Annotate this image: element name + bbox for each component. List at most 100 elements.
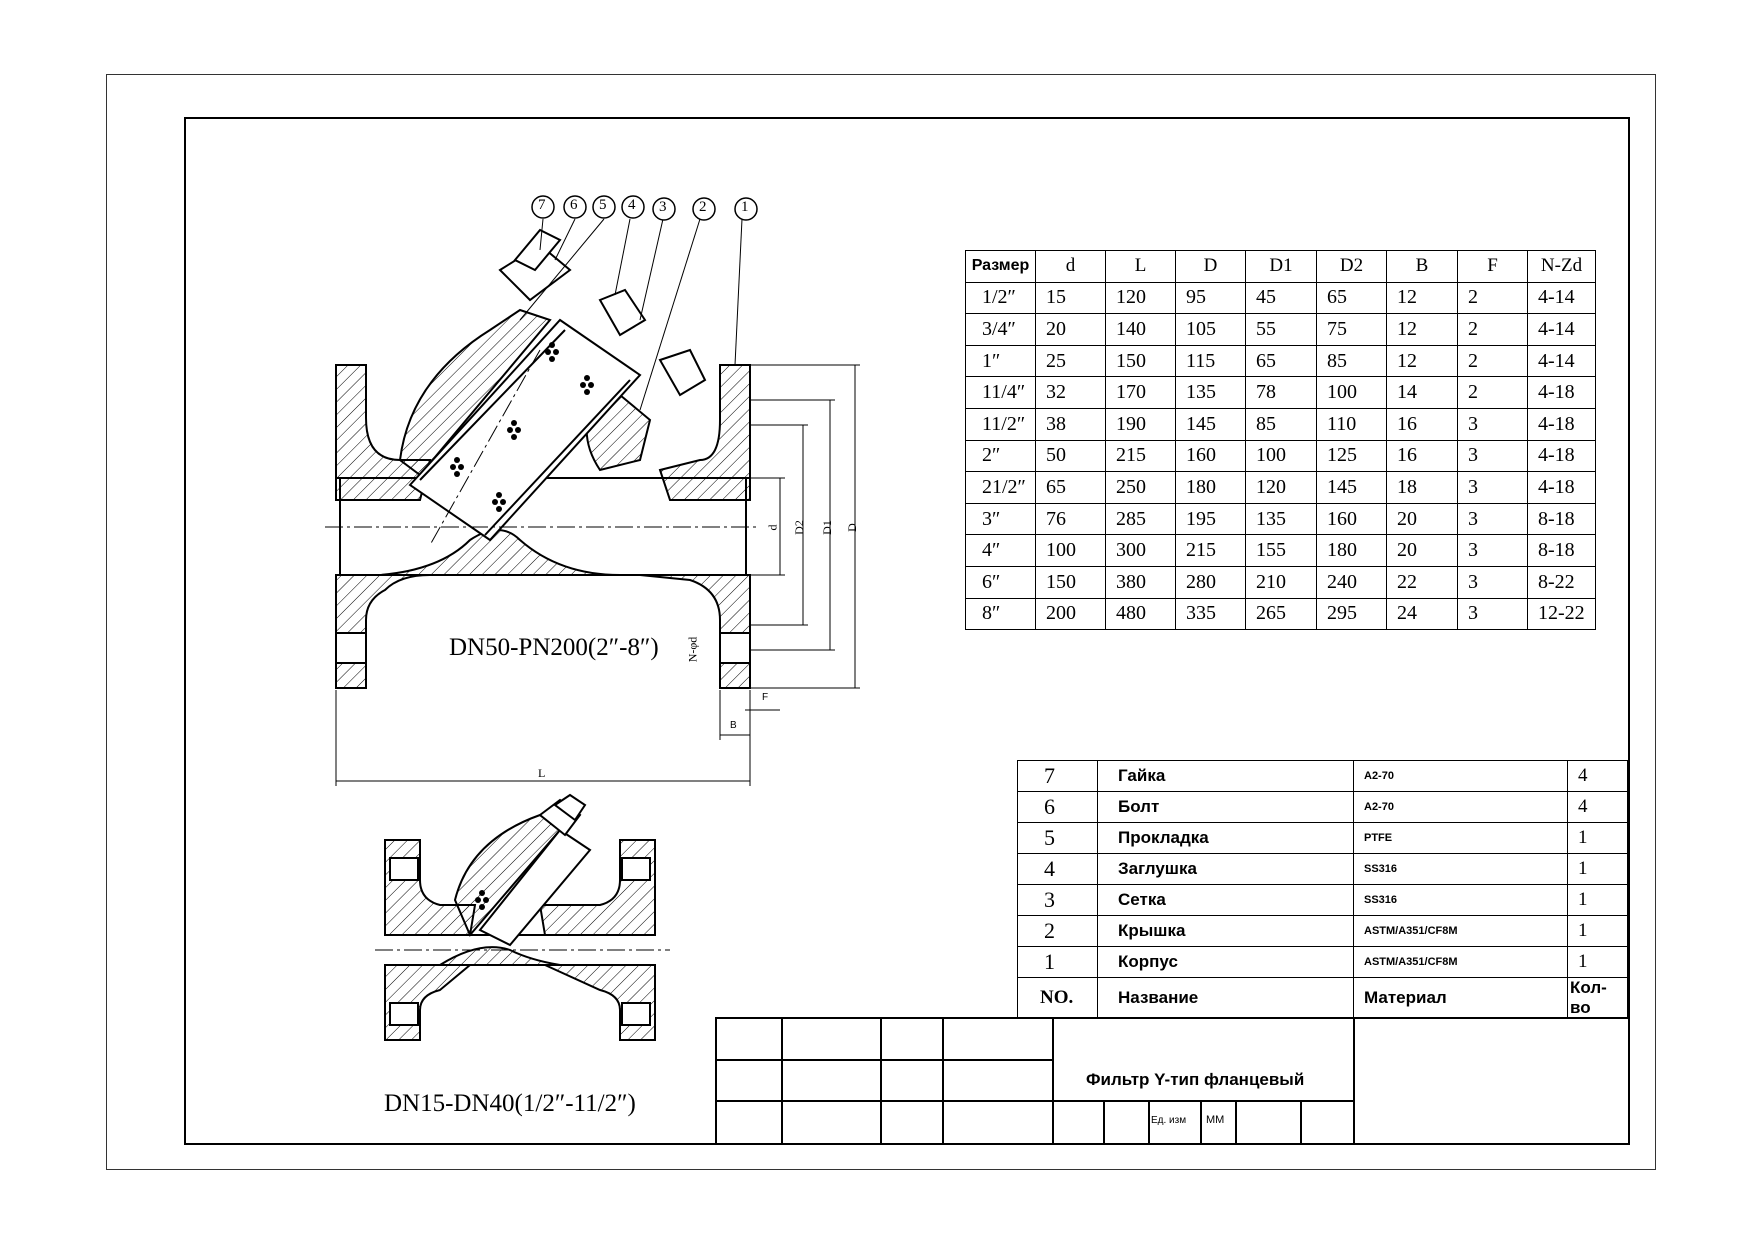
callout-7: 7 xyxy=(538,197,546,213)
header-F: F xyxy=(1457,250,1528,283)
value-cell: 20 xyxy=(1035,313,1106,346)
dim-label-d: d xyxy=(765,524,780,531)
header-D: D xyxy=(1175,250,1246,283)
dim-label-Nd: N-φd xyxy=(685,636,700,663)
size-cell: 4″ xyxy=(965,534,1036,567)
value-cell: 65 xyxy=(1035,471,1106,504)
value-cell: 38 xyxy=(1035,407,1106,441)
value-cell: 145 xyxy=(1316,471,1387,504)
callout-6: 6 xyxy=(570,197,578,213)
value-cell: 55 xyxy=(1245,313,1317,346)
value-cell: 20 xyxy=(1386,502,1458,536)
value-cell: 280 xyxy=(1175,565,1246,599)
value-cell: 120 xyxy=(1245,471,1317,504)
value-cell: 4-14 xyxy=(1527,344,1596,378)
size-cell: 11/4″ xyxy=(965,376,1036,409)
value-cell: 8-18 xyxy=(1527,534,1596,567)
value-cell: 210 xyxy=(1245,565,1317,599)
part-material: ASTM/A351/CF8M xyxy=(1353,915,1568,947)
part-material: A2-70 xyxy=(1353,791,1568,823)
value-cell: 115 xyxy=(1175,344,1246,378)
size-cell: 3/4″ xyxy=(965,313,1036,346)
value-cell: 4-18 xyxy=(1527,439,1596,473)
value-cell: 180 xyxy=(1175,471,1246,504)
inner-frame xyxy=(184,117,1630,1145)
part-number: 4 xyxy=(1017,853,1098,885)
header-d: d xyxy=(1035,250,1106,283)
parts-header-no: NO. xyxy=(1017,977,1098,1019)
part-quantity: 1 xyxy=(1567,853,1628,885)
value-cell: 135 xyxy=(1175,376,1246,409)
value-cell: 190 xyxy=(1105,407,1176,441)
dimensions-header-row: Размер d L D D1 D2 B F N-Zd xyxy=(965,250,1596,283)
value-cell: 380 xyxy=(1105,565,1176,599)
value-cell: 120 xyxy=(1105,281,1176,315)
value-cell: 100 xyxy=(1035,534,1106,567)
callout-1: 1 xyxy=(741,199,749,215)
callout-4: 4 xyxy=(628,197,636,213)
value-cell: 4-18 xyxy=(1527,407,1596,441)
part-material: SS316 xyxy=(1353,884,1568,916)
part-number: 5 xyxy=(1017,822,1098,854)
drawing-title: Фильтр Y-тип фланцевый xyxy=(1086,1070,1305,1089)
value-cell: 18 xyxy=(1386,471,1458,504)
value-cell: 2 xyxy=(1457,281,1528,315)
value-cell: 145 xyxy=(1175,407,1246,441)
value-cell: 12-22 xyxy=(1527,597,1596,631)
value-cell: 265 xyxy=(1245,597,1317,631)
value-cell: 2 xyxy=(1457,313,1528,346)
value-cell: 3 xyxy=(1457,471,1528,504)
part-quantity: 1 xyxy=(1567,946,1628,978)
value-cell: 8-22 xyxy=(1527,565,1596,599)
value-cell: 25 xyxy=(1035,344,1106,378)
header-NZd: N-Zd xyxy=(1527,250,1596,283)
value-cell: 160 xyxy=(1175,439,1246,473)
value-cell: 76 xyxy=(1035,502,1106,536)
value-cell: 78 xyxy=(1245,376,1317,409)
part-material: ASTM/A351/CF8M xyxy=(1353,946,1568,978)
value-cell: 4-18 xyxy=(1527,376,1596,409)
value-cell: 285 xyxy=(1105,502,1176,536)
value-cell: 3 xyxy=(1457,502,1528,536)
part-name: Болт xyxy=(1097,791,1354,823)
value-cell: 12 xyxy=(1386,344,1458,378)
part-material: PTFE xyxy=(1353,822,1568,854)
value-cell: 75 xyxy=(1316,313,1387,346)
outer-frame xyxy=(106,74,1656,1170)
part-material: SS316 xyxy=(1353,853,1568,885)
part-number: 2 xyxy=(1017,915,1098,947)
part-name: Заглушка xyxy=(1097,853,1354,885)
value-cell: 20 xyxy=(1386,534,1458,567)
part-name: Корпус xyxy=(1097,946,1354,978)
part-quantity: 1 xyxy=(1567,915,1628,947)
value-cell: 85 xyxy=(1316,344,1387,378)
value-cell: 3 xyxy=(1457,597,1528,631)
dim-label-L: L xyxy=(538,766,546,780)
value-cell: 85 xyxy=(1245,407,1317,441)
size-cell: 1″ xyxy=(965,344,1036,378)
value-cell: 22 xyxy=(1386,565,1458,599)
value-cell: 2 xyxy=(1457,344,1528,378)
value-cell: 200 xyxy=(1035,597,1106,631)
value-cell: 14 xyxy=(1386,376,1458,409)
header-D2: D2 xyxy=(1316,250,1387,283)
value-cell: 295 xyxy=(1316,597,1387,631)
part-quantity: 1 xyxy=(1567,884,1628,916)
small-view xyxy=(375,793,670,1041)
value-cell: 100 xyxy=(1316,376,1387,409)
value-cell: 50 xyxy=(1035,439,1106,473)
callout-2: 2 xyxy=(699,199,707,215)
parts-header-material: Материал xyxy=(1353,977,1568,1019)
value-cell: 3 xyxy=(1457,565,1528,599)
dim-label-D1: D1 xyxy=(819,520,834,535)
